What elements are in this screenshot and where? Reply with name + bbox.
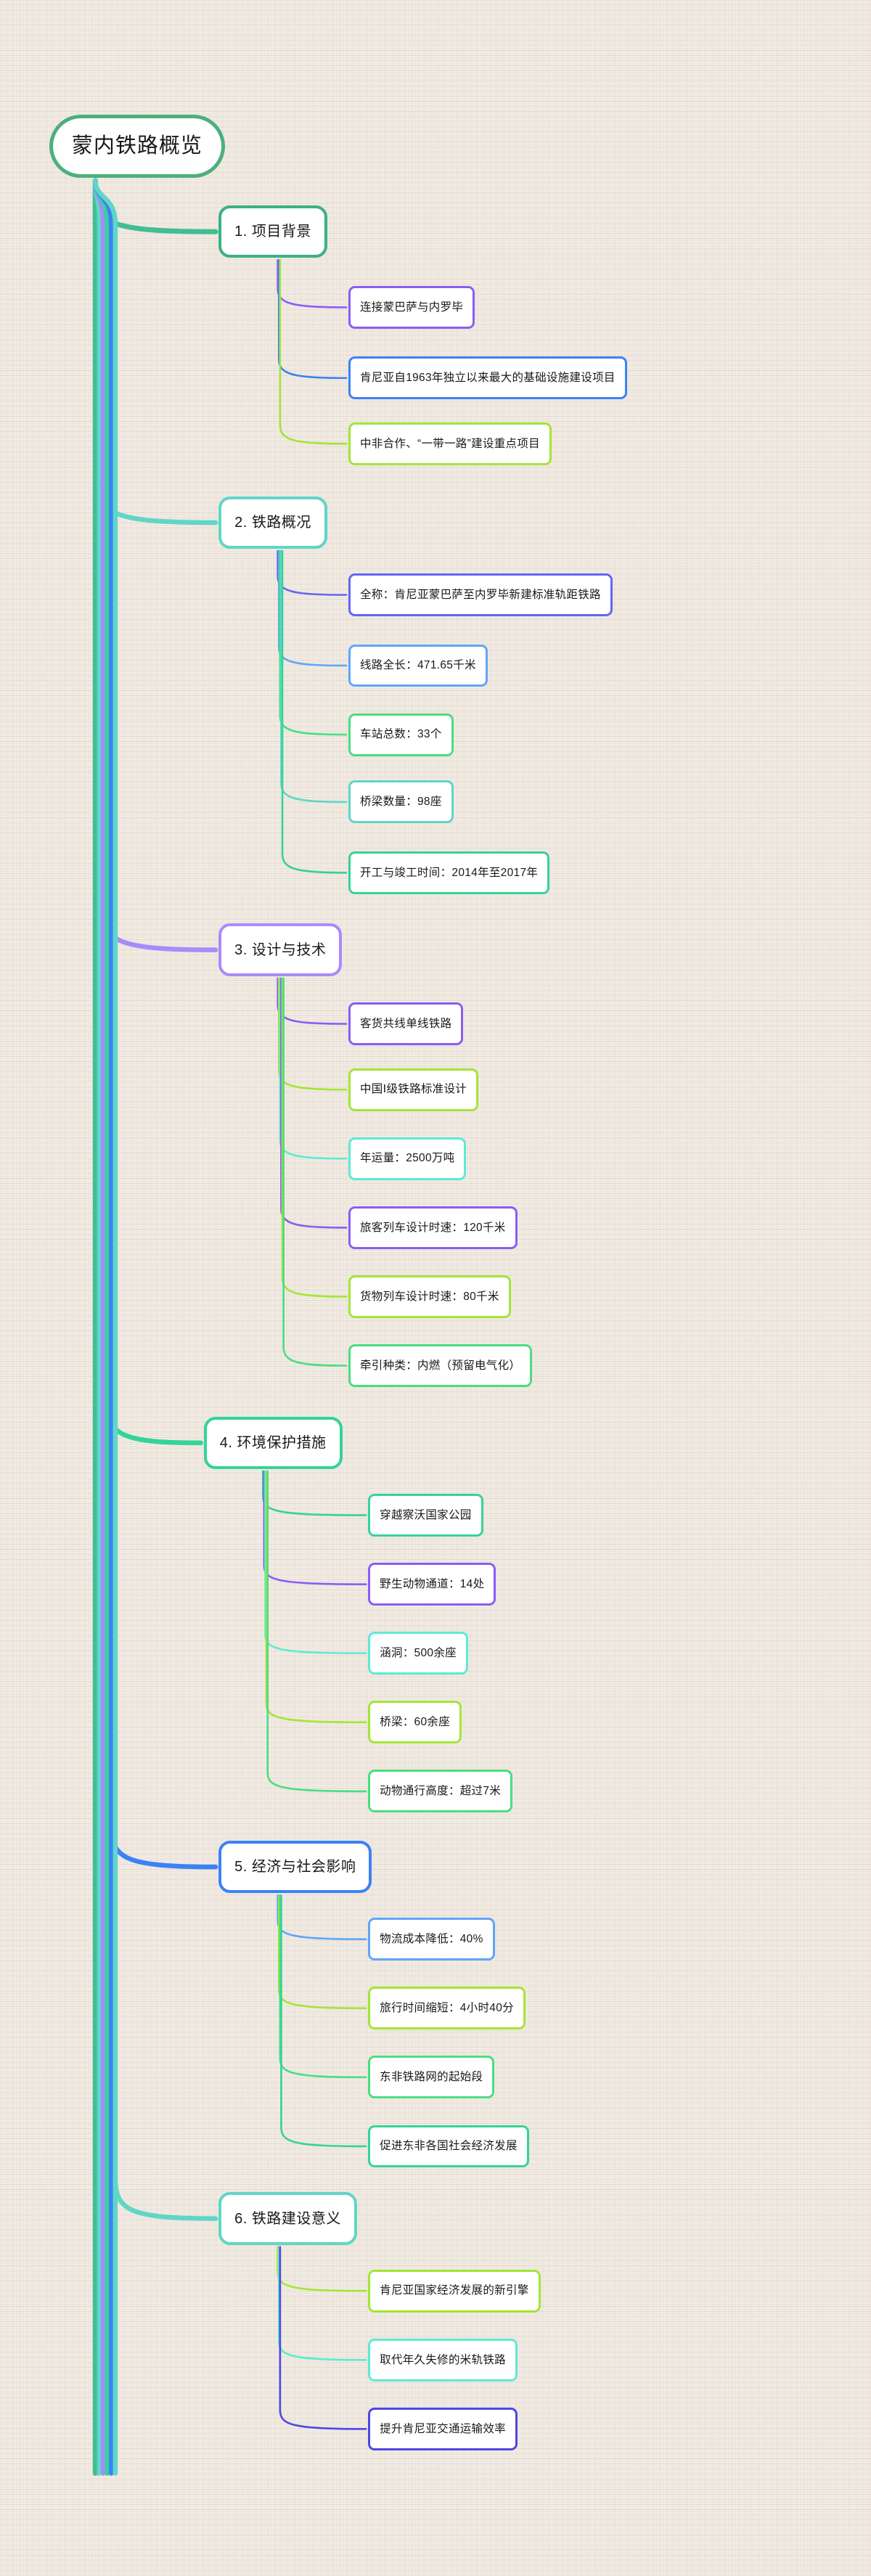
connector (279, 259, 348, 445)
connector (277, 977, 348, 1091)
leaf-node-6-1-label: 肯尼亚国家经济发展的新引擎 (380, 2284, 529, 2297)
branch-node-1-label: 1. 项目背景 (234, 224, 311, 240)
leaf-node-2-4-label: 桥梁数量：98座 (360, 796, 442, 809)
leaf-node-6-3[interactable]: 提升肯尼亚交通运输效率 (368, 2407, 518, 2450)
leaf-node-4-3-label: 涵洞：500余座 (380, 1646, 457, 1659)
leaf-node-1-2-label: 肯尼亚自1963年独立以来最大的基础设施建设项目 (360, 371, 616, 384)
connector (277, 2246, 367, 2361)
connector (265, 1470, 367, 1724)
connector (280, 977, 348, 1229)
leaf-node-4-5-label: 动物通行高度：超过7米 (380, 1785, 502, 1798)
leaf-node-3-3[interactable]: 年运量：2500万吨 (348, 1137, 467, 1180)
leaf-node-5-4[interactable]: 促进东非各国社会经济发展 (368, 2125, 529, 2168)
branch-node-5[interactable]: 5. 经济与社会影响 (218, 1840, 372, 1894)
branch-node-1[interactable]: 1. 项目背景 (218, 205, 327, 258)
leaf-node-1-3[interactable]: 中非合作、“一带一路”建设重点项目 (348, 422, 552, 465)
leaf-node-3-2[interactable]: 中国Ⅰ级铁路标准设计 (348, 1068, 479, 1111)
connector (281, 977, 348, 1298)
branch-node-3-label: 3. 设计与技术 (234, 941, 327, 958)
connector (264, 1470, 367, 1655)
connector (279, 1894, 367, 2079)
leaf-node-2-5[interactable]: 开工与竣工时间：2014年至2017年 (348, 851, 550, 894)
leaf-node-1-2[interactable]: 肯尼亚自1963年独立以来最大的基础设施建设项目 (348, 356, 627, 400)
branch-node-3[interactable]: 3. 设计与技术 (218, 923, 343, 976)
connector (281, 549, 348, 874)
connector (277, 259, 348, 308)
branch-node-2-label: 2. 铁路概况 (234, 514, 311, 531)
leaf-node-5-1[interactable]: 物流成本降低：40% (368, 1918, 495, 1961)
leaf-node-3-5[interactable]: 货物列车设计时速：80千米 (348, 1275, 511, 1318)
leaf-node-4-2-label: 野生动物通道：14处 (380, 1577, 485, 1590)
leaf-node-4-4[interactable]: 桥梁：60余座 (368, 1701, 462, 1744)
leaf-node-2-3-label: 车站总数：33个 (360, 728, 442, 741)
connector (277, 549, 348, 596)
connector (277, 977, 348, 1025)
connector (277, 1894, 367, 2010)
leaf-node-2-2[interactable]: 线路全长：471.65千米 (348, 644, 488, 687)
leaf-node-1-1-label: 连接蒙巴萨与内罗毕 (360, 300, 464, 314)
leaf-node-6-2-label: 取代年久失修的米轨铁路 (380, 2353, 506, 2366)
leaf-node-2-1[interactable]: 全称：肯尼亚蒙巴萨至内罗毕新建标准轨距铁路 (348, 573, 613, 617)
leaf-node-4-1[interactable]: 穿越察沃国家公园 (368, 1494, 483, 1537)
leaf-node-4-3[interactable]: 涵洞：500余座 (368, 1632, 468, 1675)
leaf-node-6-3-label: 提升肯尼亚交通运输效率 (380, 2422, 506, 2435)
leaf-node-3-1[interactable]: 客货共线单线铁路 (348, 1002, 464, 1045)
leaf-node-5-3-label: 东非铁路网的起始段 (380, 2071, 483, 2084)
leaf-node-3-4[interactable]: 旅客列车设计时速：120千米 (348, 1206, 518, 1249)
root-node[interactable]: 蒙内铁路概览 (49, 115, 225, 178)
branch-node-4-label: 4. 环境保护措施 (219, 1434, 327, 1451)
leaf-node-4-5[interactable]: 动物通行高度：超过7米 (368, 1770, 513, 1813)
leaf-node-5-2-label: 旅行时间缩短：4小时40分 (380, 2002, 514, 2015)
root-node-label: 蒙内铁路概览 (71, 134, 203, 158)
leaf-node-5-1-label: 物流成本降低：40% (380, 1932, 483, 1945)
leaf-node-5-4-label: 促进东非各国社会经济发展 (380, 2140, 518, 2153)
branch-node-4[interactable]: 4. 环境保护措施 (203, 1416, 343, 1470)
connector (263, 1470, 367, 1585)
leaf-node-3-4-label: 旅客列车设计时速：120千米 (360, 1221, 506, 1234)
leaf-node-3-5-label: 货物列车设计时速：80千米 (360, 1290, 499, 1303)
leaf-node-3-3-label: 年运量：2500万吨 (360, 1152, 455, 1165)
leaf-node-2-3[interactable]: 车站总数：33个 (348, 713, 454, 756)
leaf-node-1-3-label: 中非合作、“一带一路”建设重点项目 (360, 437, 540, 450)
leaf-node-4-2[interactable]: 野生动物通道：14处 (368, 1563, 496, 1606)
leaf-node-5-2[interactable]: 旅行时间缩短：4小时40分 (368, 1987, 526, 2030)
leaf-node-4-4-label: 桥梁：60余座 (380, 1716, 450, 1729)
connector (277, 549, 348, 667)
leaf-node-6-1[interactable]: 肯尼亚国家经济发展的新引擎 (368, 2269, 541, 2313)
leaf-node-3-6-label: 牵引种类：内燃（预留电气化） (360, 1359, 521, 1372)
connector (279, 2246, 367, 2430)
leaf-node-3-2-label: 中国Ⅰ级铁路标准设计 (360, 1083, 467, 1096)
connector (266, 1470, 367, 1793)
leaf-node-5-3[interactable]: 东非铁路网的起始段 (368, 2056, 495, 2099)
leaf-node-2-4[interactable]: 桥梁数量：98座 (348, 780, 454, 824)
branch-node-6-label: 6. 铁路建设意义 (234, 2210, 341, 2227)
leaf-node-2-1-label: 全称：肯尼亚蒙巴萨至内罗毕新建标准轨距铁路 (360, 588, 601, 601)
branch-node-5-label: 5. 经济与社会影响 (234, 1859, 356, 1876)
leaf-node-2-2-label: 线路全长：471.65千米 (360, 659, 476, 672)
connector (279, 549, 348, 736)
leaf-node-1-1[interactable]: 连接蒙巴萨与内罗毕 (348, 285, 475, 329)
connector (280, 549, 348, 804)
connector (282, 977, 348, 1367)
connector (277, 259, 348, 380)
leaf-node-3-6[interactable]: 牵引种类：内燃（预留电气化） (348, 1344, 533, 1387)
branch-node-2[interactable]: 2. 铁路概况 (218, 496, 327, 549)
leaf-node-4-1-label: 穿越察沃国家公园 (380, 1508, 472, 1521)
branch-node-6[interactable]: 6. 铁路建设意义 (218, 2192, 357, 2245)
leaf-node-6-2[interactable]: 取代年久失修的米轨铁路 (368, 2338, 518, 2381)
leaf-node-2-5-label: 开工与竣工时间：2014年至2017年 (360, 866, 539, 879)
connector (279, 977, 348, 1160)
connector (280, 1894, 367, 2148)
leaf-node-3-1-label: 客货共线单线铁路 (360, 1017, 452, 1030)
